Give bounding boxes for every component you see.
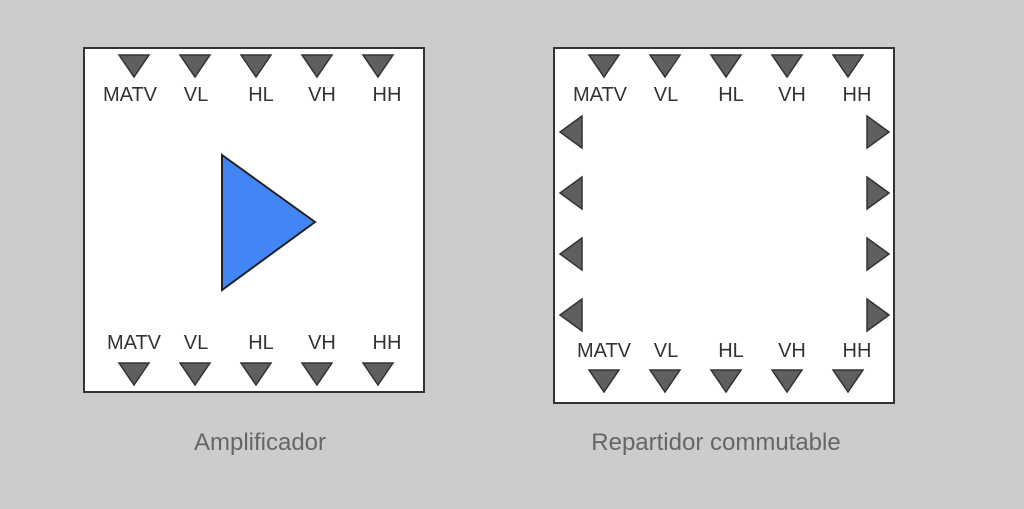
amplifier-top-port-hh-icon[interactable]: [361, 54, 395, 79]
splitter-top-port-hl-icon[interactable]: [709, 54, 743, 79]
amplifier-top-port-label: MATV: [103, 84, 158, 106]
splitter-left-port-icon[interactable]: [558, 175, 583, 211]
splitter-top-port-label: VL: [654, 84, 678, 106]
amplifier-bottom-port-label: HH: [373, 332, 402, 354]
splitter-bottom-port-label: HH: [843, 340, 872, 362]
splitter-right-port-icon[interactable]: [866, 175, 891, 211]
splitter-bottom-port-vh-icon[interactable]: [770, 369, 804, 394]
splitter-bottom-port-label: MATV: [577, 340, 632, 362]
amplifier-top-port-vl-icon[interactable]: [178, 54, 212, 79]
splitter-box: [553, 47, 895, 404]
splitter-right-port-icon[interactable]: [866, 114, 891, 150]
splitter-left-port-icon[interactable]: [558, 236, 583, 272]
amplifier-top-port-hl-icon[interactable]: [239, 54, 273, 79]
amplifier-top-port-label: VH: [308, 84, 336, 106]
amplifier-bottom-port-vh-icon[interactable]: [300, 362, 334, 387]
amplifier-bottom-port-hh-icon[interactable]: [361, 362, 395, 387]
amplifier-top-port-label: HH: [373, 84, 402, 106]
splitter-top-port-vl-icon[interactable]: [648, 54, 682, 79]
splitter-bottom-port-label: VH: [778, 340, 806, 362]
amplifier-top-port-label: VL: [184, 84, 208, 106]
splitter-bottom-port-vl-icon[interactable]: [648, 369, 682, 394]
splitter-top-port-vh-icon[interactable]: [770, 54, 804, 79]
splitter-left-port-icon[interactable]: [558, 297, 583, 333]
splitter-top-port-matv-icon[interactable]: [587, 54, 621, 79]
splitter-top-port-label: HL: [718, 84, 744, 106]
amplifier-triangle-icon: [221, 153, 317, 292]
splitter-top-port-label: HH: [843, 84, 872, 106]
amplifier-bottom-port-label: HL: [248, 332, 274, 354]
amplifier-top-port-matv-icon[interactable]: [117, 54, 151, 79]
splitter-bottom-port-label: VL: [654, 340, 678, 362]
amplifier-bottom-port-label: VL: [184, 332, 208, 354]
amplifier-top-port-label: HL: [248, 84, 274, 106]
splitter-top-port-label: VH: [778, 84, 806, 106]
amplifier-bottom-port-matv-icon[interactable]: [117, 362, 151, 387]
splitter-right-port-icon[interactable]: [866, 236, 891, 272]
amplifier-bottom-port-vl-icon[interactable]: [178, 362, 212, 387]
splitter-bottom-port-hl-icon[interactable]: [709, 369, 743, 394]
splitter-bottom-port-matv-icon[interactable]: [587, 369, 621, 394]
amplifier-bottom-port-label: VH: [308, 332, 336, 354]
splitter-right-port-icon[interactable]: [866, 297, 891, 333]
splitter-left-port-icon[interactable]: [558, 114, 583, 150]
splitter-top-port-hh-icon[interactable]: [831, 54, 865, 79]
amplifier-bottom-port-hl-icon[interactable]: [239, 362, 273, 387]
splitter-bottom-port-hh-icon[interactable]: [831, 369, 865, 394]
amplifier-caption: Amplificador: [194, 429, 326, 456]
amplifier-bottom-port-label: MATV: [107, 332, 162, 354]
splitter-bottom-port-label: HL: [718, 340, 744, 362]
amplifier-top-port-vh-icon[interactable]: [300, 54, 334, 79]
splitter-top-port-label: MATV: [573, 84, 628, 106]
splitter-caption: Repartidor commutable: [591, 429, 840, 456]
